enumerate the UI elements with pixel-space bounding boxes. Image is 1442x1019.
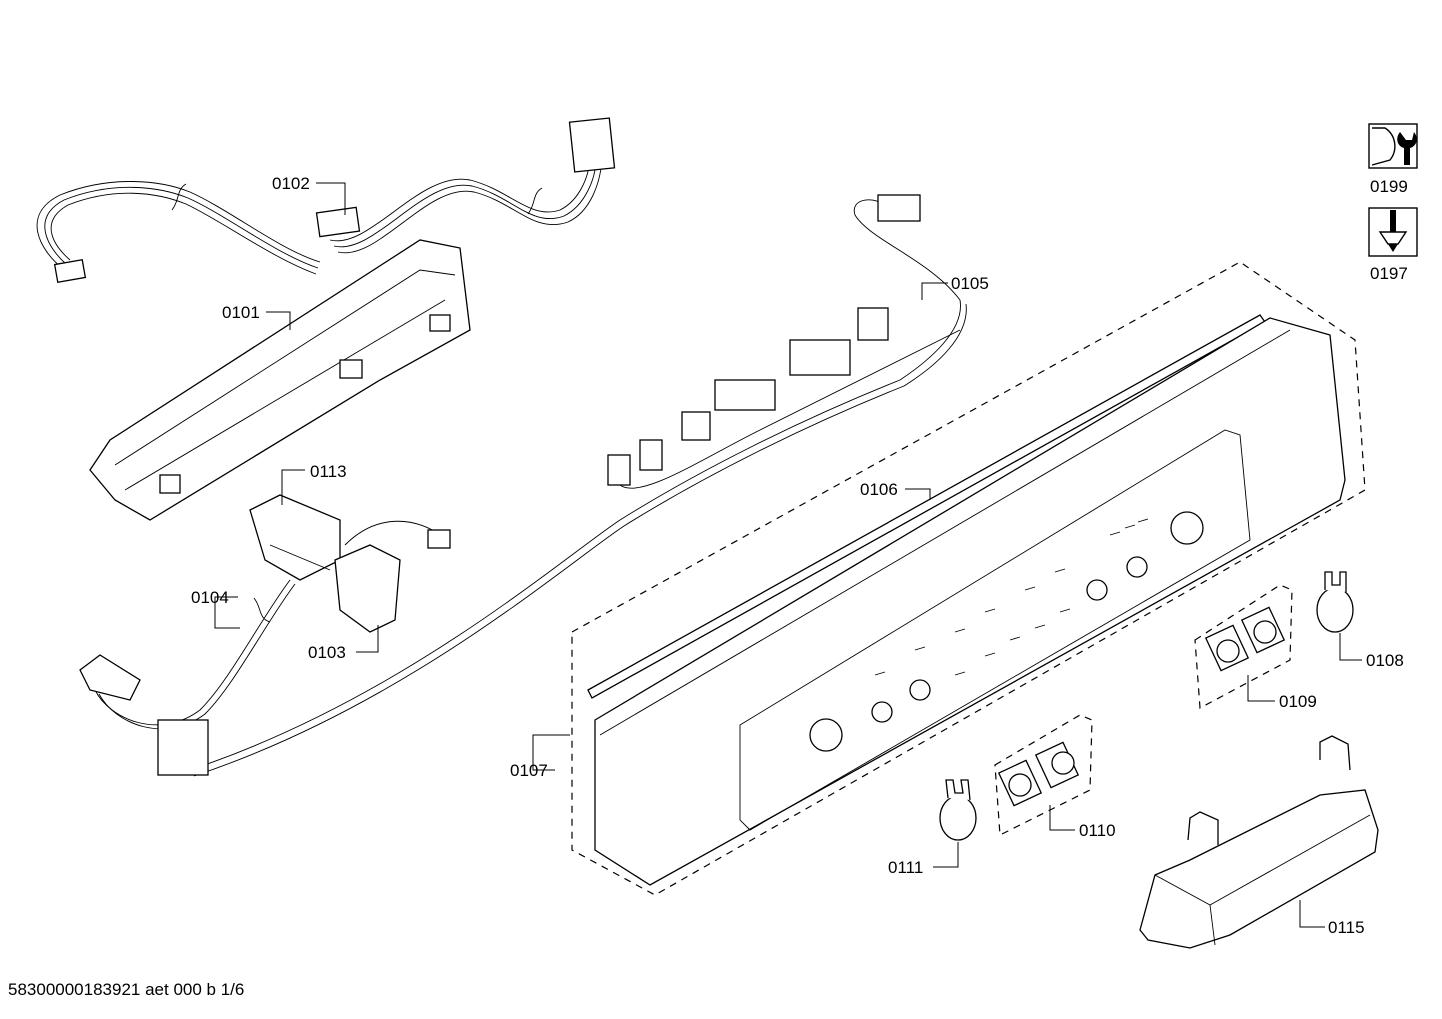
callout-0101: 0101 — [222, 303, 260, 322]
wrench-icon — [1368, 123, 1418, 169]
knob-0111 — [939, 779, 977, 841]
switch-0103 — [334, 520, 451, 633]
screwdriver-icon — [1368, 207, 1418, 257]
callout-0109: 0109 — [1279, 692, 1317, 711]
leader-lines — [214, 182, 1362, 928]
bracket-0115 — [1139, 735, 1379, 949]
button-pair-0109 — [1194, 584, 1293, 709]
callout-0103: 0103 — [308, 643, 346, 662]
callout-0115: 0115 — [1328, 918, 1365, 937]
callout-0107: 0107 — [510, 761, 548, 780]
callout-0111: 0111 — [888, 858, 923, 877]
callout-0197: 0197 — [1370, 264, 1408, 283]
knob-0108 — [1316, 571, 1354, 633]
wire-harness-0102 — [36, 117, 616, 284]
document-id: 58300000183921 aet 000 b 1/6 — [8, 980, 245, 999]
button-pair-0110 — [994, 714, 1093, 836]
callout-labels: 0102 0101 0113 0104 0103 0105 0106 0107 … — [191, 174, 1404, 937]
callout-0104: 0104 — [191, 588, 229, 607]
callout-0102: 0102 — [272, 174, 310, 193]
cover-0113 — [249, 494, 341, 581]
panel-group-0107 — [571, 261, 1366, 896]
callout-0106: 0106 — [860, 480, 898, 499]
cable-0104 — [79, 579, 296, 730]
callout-0108: 0108 — [1366, 651, 1404, 670]
callout-0110: 0110 — [1079, 821, 1116, 840]
control-panel-fascia — [594, 317, 1346, 886]
callout-0113: 0113 — [310, 462, 347, 481]
wire-harness-0105 — [157, 194, 967, 777]
callout-0105: 0105 — [951, 274, 989, 293]
callout-0199: 0199 — [1370, 177, 1408, 196]
control-board-0101 — [89, 239, 471, 521]
